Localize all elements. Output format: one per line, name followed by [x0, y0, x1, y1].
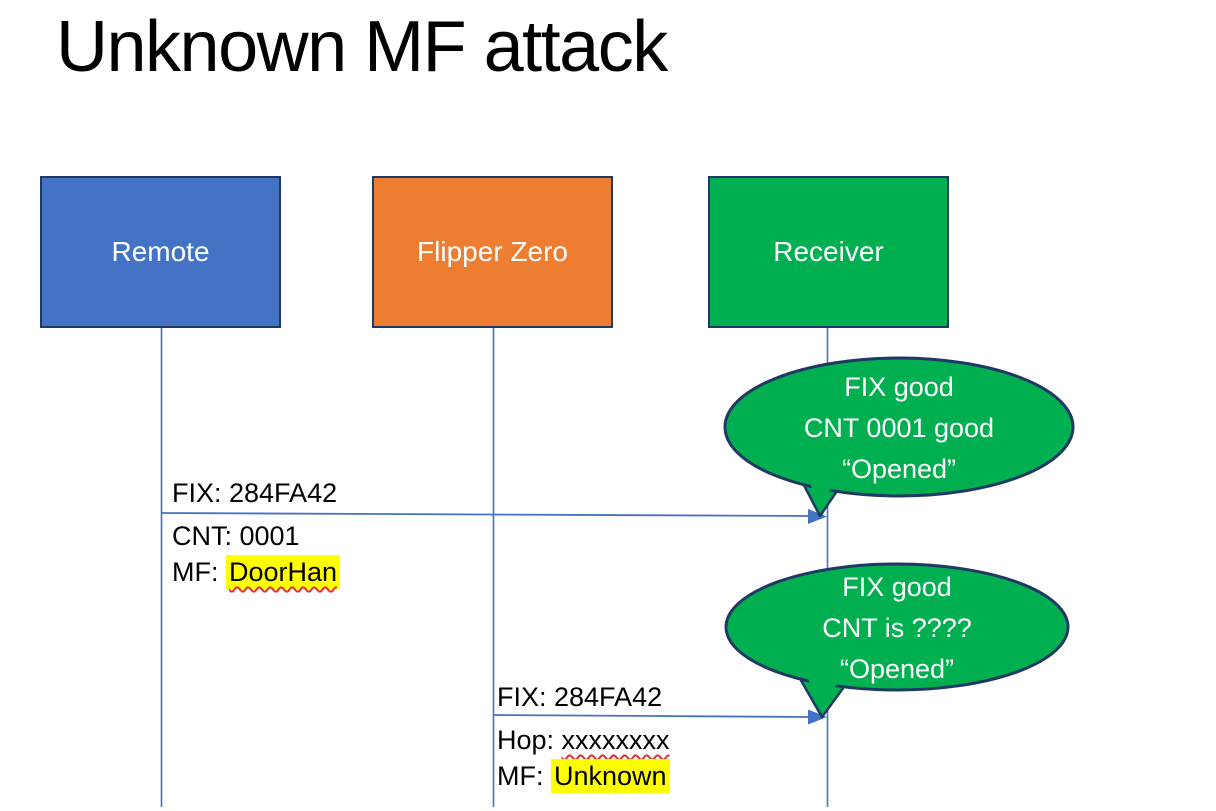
speech-bubble-1-ellipse — [723, 356, 1075, 498]
bubble2-line3: “Opened” — [840, 654, 954, 684]
message1-mf-label: MF: DoorHan — [172, 555, 341, 589]
actor-box-receiver: Receiver — [708, 176, 949, 328]
message2-fix-label: FIX: 284FA42 — [497, 682, 663, 712]
message1-mf-value-highlighted: DoorHan — [226, 555, 341, 589]
bubble1-line2: CNT 0001 good — [804, 413, 994, 443]
speech-bubble-2: FIX good CNT is ???? “Opened” — [724, 562, 1070, 719]
message2-hop-value-misspelled: xxxxxxxx — [561, 725, 670, 755]
page-title: Unknown MF attack — [56, 7, 668, 87]
message2-hop-prefix: Hop: — [497, 725, 562, 755]
actor-label-receiver: Receiver — [773, 236, 884, 267]
actor-box-flipper-zero: Flipper Zero — [372, 176, 613, 328]
message1-fix-label: FIX: 284FA42 — [172, 478, 338, 508]
actor-box-remote: Remote — [40, 176, 281, 328]
message1-arrow-line — [161, 512, 811, 517]
message2-mf-prefix: MF: — [497, 761, 551, 791]
bubble2-line1: FIX good — [842, 572, 952, 602]
speech-bubble-1: FIX good CNT 0001 good “Opened” — [723, 356, 1075, 518]
message2-hop-label: Hop: xxxxxxxx — [497, 727, 670, 754]
speech-bubble-1-tail-join — [801, 462, 844, 507]
message1-arrowhead-icon — [808, 509, 827, 524]
actor-label-remote: Remote — [111, 236, 210, 267]
actor-label-flipper-zero: Flipper Zero — [417, 236, 568, 267]
bubble1-line1: FIX good — [844, 372, 954, 402]
message1-mf-prefix: MF: — [172, 557, 226, 587]
message2-mf-label: MF: Unknown — [497, 759, 670, 793]
message2-arrow-line — [493, 714, 811, 718]
bubble1-line3: “Opened” — [842, 454, 956, 484]
message1-cnt-label: CNT: 0001 — [172, 521, 300, 551]
speech-bubble-2-tail-join — [801, 664, 846, 708]
bubble2-line2: CNT is ???? — [822, 613, 972, 643]
message2-mf-value-highlighted: Unknown — [551, 759, 670, 793]
speech-bubble-2-ellipse — [724, 562, 1070, 692]
message2-arrowhead-icon — [808, 709, 827, 725]
